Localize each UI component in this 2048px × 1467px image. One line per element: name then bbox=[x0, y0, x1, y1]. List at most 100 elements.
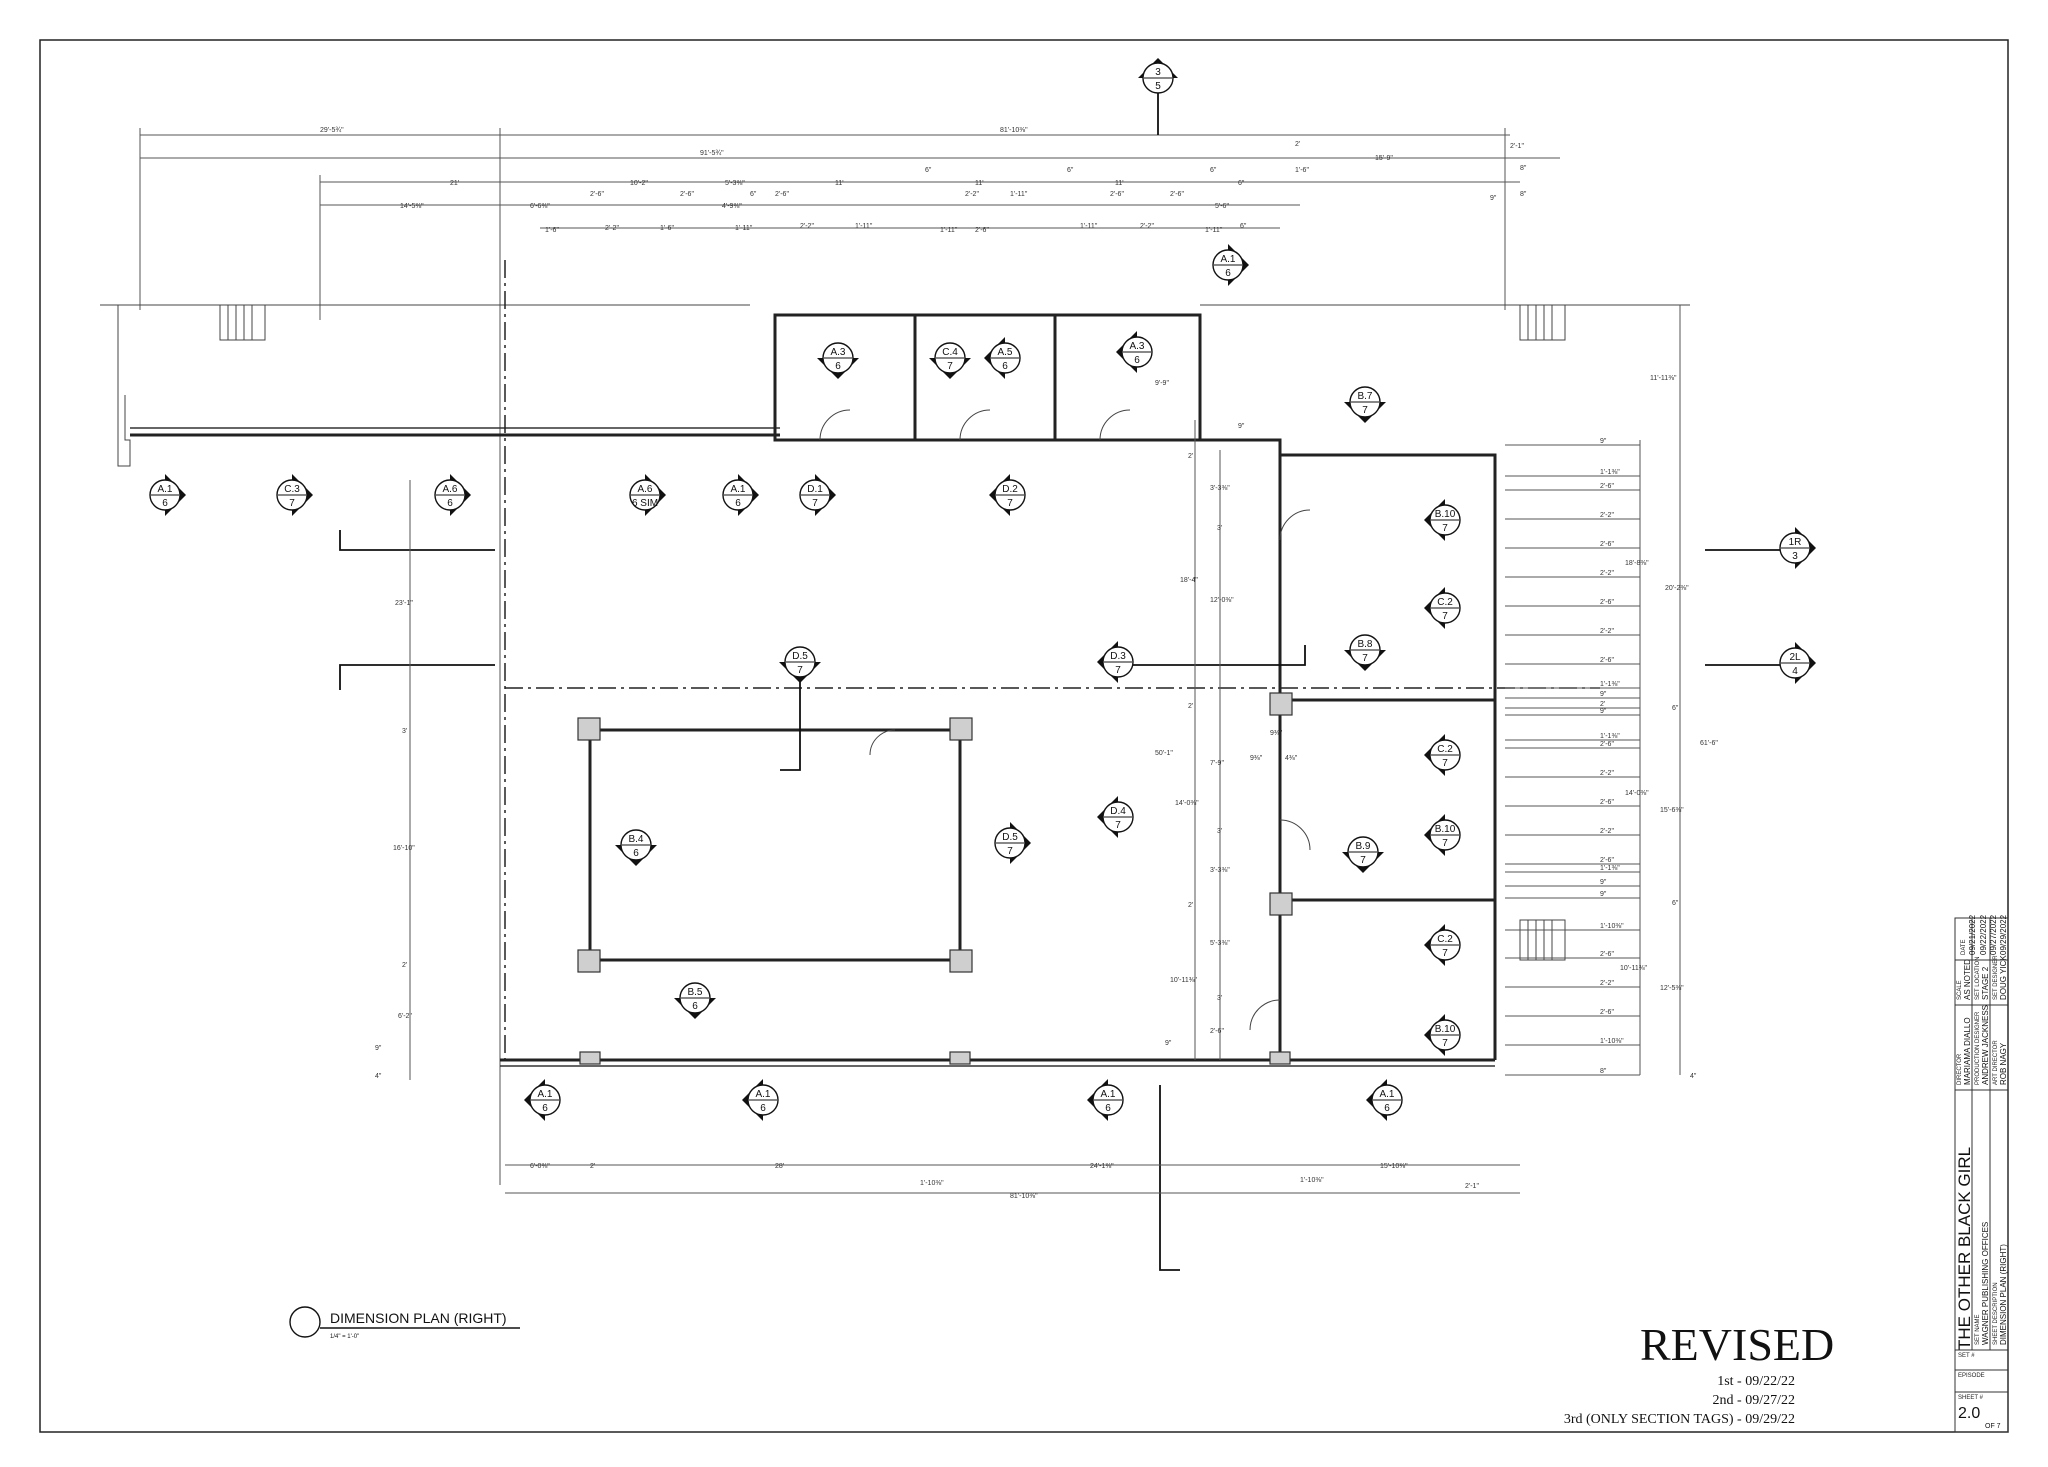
section-tag-19[interactable]: 1R3 bbox=[1779, 527, 1816, 569]
section-tag-id: D.4 bbox=[1110, 806, 1126, 817]
right-dimension-label: 2'-2" bbox=[1600, 770, 1614, 777]
right-dimension-label: 9" bbox=[1600, 891, 1607, 898]
section-tag-6[interactable]: D.17 bbox=[799, 474, 836, 516]
right-dimension-label: 2'-6" bbox=[1600, 951, 1614, 958]
svg-text:9": 9" bbox=[1165, 1040, 1172, 1047]
plan-walls bbox=[100, 304, 1690, 1067]
section-tag-7[interactable]: D.27 bbox=[989, 474, 1026, 516]
section-tag-22[interactable]: B.46 bbox=[615, 829, 657, 866]
section-tags: A.16C.37A.66A.66 SIMA.16D.17D.27A.36C.47… bbox=[149, 244, 1816, 1121]
section-tag-1[interactable]: A.16 bbox=[149, 474, 186, 516]
date-2: 09/22/2022 bbox=[1979, 914, 1988, 955]
section-tag-25[interactable]: B.107 bbox=[1424, 814, 1461, 856]
svg-text:2'-6": 2'-6" bbox=[590, 191, 604, 198]
right-dimension-label: 1'-1⅜" bbox=[1600, 469, 1620, 476]
left-dimension-text: 23'-1" 3' 16'-10" 2' 6'-2" 9" 4" bbox=[375, 480, 415, 1080]
section-tag-32[interactable]: A.16 bbox=[1087, 1079, 1124, 1121]
section-tag-20[interactable]: 2L4 bbox=[1779, 642, 1816, 684]
svg-text:2': 2' bbox=[402, 962, 407, 969]
svg-text:1'-11": 1'-11" bbox=[1205, 227, 1223, 234]
svg-text:4": 4" bbox=[375, 1073, 382, 1080]
set-name-label: SET NAME bbox=[1975, 1314, 1981, 1345]
set-number-label: SET # bbox=[1958, 1353, 1975, 1359]
right-dims-a: 9"1'-1⅜"2'-6"2'-2"2'-6"2'-2"2'-6"2'-2"2'… bbox=[1505, 438, 1640, 1076]
section-tag-id: A.5 bbox=[997, 347, 1012, 358]
section-tag-sheet: 7 bbox=[1007, 846, 1013, 857]
section-tag-4[interactable]: A.66 SIM bbox=[629, 474, 666, 516]
scale-label: SCALE bbox=[1957, 980, 1963, 1000]
section-tag-21[interactable]: C.27 bbox=[1424, 734, 1461, 776]
section-tag-10[interactable]: A.56 bbox=[984, 337, 1021, 379]
section-tag-sheet: 7 bbox=[1115, 665, 1121, 676]
svg-text:3': 3' bbox=[402, 728, 407, 735]
svg-text:20'-2⅜": 20'-2⅜" bbox=[1665, 585, 1689, 592]
section-tag-26[interactable]: B.97 bbox=[1342, 836, 1384, 873]
svg-text:9": 9" bbox=[1490, 195, 1497, 202]
section-tag-16[interactable]: B.87 bbox=[1344, 634, 1386, 671]
svg-text:2'-2": 2'-2" bbox=[965, 191, 979, 198]
section-tag-sheet: 6 bbox=[1384, 1103, 1390, 1114]
svg-text:6": 6" bbox=[1210, 167, 1217, 174]
section-tag-sheet: 7 bbox=[1362, 653, 1368, 664]
section-tag-31[interactable]: A.16 bbox=[742, 1079, 779, 1121]
section-tag-sheet: 3 bbox=[1792, 551, 1798, 562]
svg-text:5'-3⅜": 5'-3⅜" bbox=[725, 180, 745, 187]
sheet-description: DIMENSION PLAN (RIGHT) bbox=[1999, 1244, 2008, 1345]
svg-text:2'-6": 2'-6" bbox=[1210, 1028, 1224, 1035]
svg-text:5'-3⅜": 5'-3⅜" bbox=[1210, 940, 1230, 947]
section-tag-3[interactable]: A.66 bbox=[434, 474, 471, 516]
revision-line-1: 1st - 09/22/22 bbox=[1717, 1374, 1795, 1389]
svg-text:2': 2' bbox=[1188, 453, 1193, 460]
section-tag-33[interactable]: A.16 bbox=[1366, 1079, 1403, 1121]
section-tag-2[interactable]: C.37 bbox=[276, 474, 313, 516]
section-tag-id: 1R bbox=[1789, 537, 1802, 548]
plan-scale: 1/4" = 1'-0" bbox=[330, 1334, 359, 1340]
art-director-label: ART DIRECTOR bbox=[1993, 1040, 1999, 1085]
section-tag-13[interactable]: B.77 bbox=[1344, 386, 1386, 423]
svg-text:2'-2": 2'-2" bbox=[800, 223, 814, 230]
section-tag-sheet: 6 bbox=[1134, 355, 1140, 366]
section-tag-24[interactable]: D.47 bbox=[1097, 796, 1134, 838]
section-tag-sheet: 6 bbox=[735, 498, 741, 509]
section-tag-12[interactable]: A.16 bbox=[1212, 244, 1249, 286]
section-tag-9[interactable]: C.47 bbox=[929, 342, 971, 379]
production-designer-label: PRODUCTION DESIGNER bbox=[1975, 1011, 1981, 1085]
section-tag-8[interactable]: A.36 bbox=[817, 342, 859, 379]
revision-note: REVISED 1st - 09/22/22 2nd - 09/27/22 3r… bbox=[1564, 1319, 1834, 1427]
svg-text:2': 2' bbox=[1188, 703, 1193, 710]
svg-text:6": 6" bbox=[1067, 167, 1074, 174]
stair-top-right bbox=[1519, 304, 1566, 341]
section-tag-17[interactable]: D.37 bbox=[1097, 641, 1134, 683]
svg-text:1'-10⅜": 1'-10⅜" bbox=[1300, 1177, 1324, 1184]
sheet-of: OF 7 bbox=[1985, 1423, 2001, 1430]
section-tag-sheet: 7 bbox=[1442, 1038, 1448, 1049]
section-tag-29[interactable]: B.107 bbox=[1424, 1014, 1461, 1056]
section-tag-30[interactable]: A.16 bbox=[524, 1079, 561, 1121]
svg-text:81'-10⅜": 81'-10⅜" bbox=[1010, 1193, 1038, 1200]
right-dimension-label: 2'-6" bbox=[1600, 541, 1614, 548]
section-tag-18[interactable]: D.57 bbox=[779, 646, 821, 683]
right-dimension-label: 2'-2" bbox=[1600, 980, 1614, 987]
svg-text:61'-6": 61'-6" bbox=[1700, 740, 1718, 747]
right-dimension-label: 1'-1⅜" bbox=[1600, 733, 1620, 740]
svg-text:11': 11' bbox=[835, 180, 844, 187]
svg-text:2': 2' bbox=[1188, 902, 1193, 909]
section-tag-27[interactable]: C.27 bbox=[1424, 924, 1461, 966]
svg-text:15'-6⅜": 15'-6⅜" bbox=[1660, 807, 1684, 814]
section-tag-28[interactable]: B.56 bbox=[674, 982, 716, 1019]
set-designer: DOUG YICK bbox=[1999, 955, 2008, 1000]
set-designer-label: SET DESIGNER bbox=[1993, 955, 1999, 1000]
section-tag-sheet: 6 bbox=[1225, 268, 1231, 279]
svg-text:3'-3⅜": 3'-3⅜" bbox=[1210, 867, 1230, 874]
section-tag-id: B.10 bbox=[1435, 509, 1456, 520]
revision-line-3: 3rd (ONLY SECTION TAGS) - 09/29/22 bbox=[1564, 1412, 1795, 1427]
section-tag-15[interactable]: C.27 bbox=[1424, 587, 1461, 629]
section-tag-sheet: 7 bbox=[1007, 498, 1013, 509]
section-tag-23[interactable]: D.57 bbox=[994, 822, 1031, 864]
section-tag-5[interactable]: A.16 bbox=[722, 474, 759, 516]
section-tag-11[interactable]: A.36 bbox=[1116, 331, 1153, 373]
svg-text:2': 2' bbox=[590, 1163, 595, 1170]
svg-text:2'-6": 2'-6" bbox=[1170, 191, 1184, 198]
section-tag-14[interactable]: B.107 bbox=[1424, 499, 1461, 541]
